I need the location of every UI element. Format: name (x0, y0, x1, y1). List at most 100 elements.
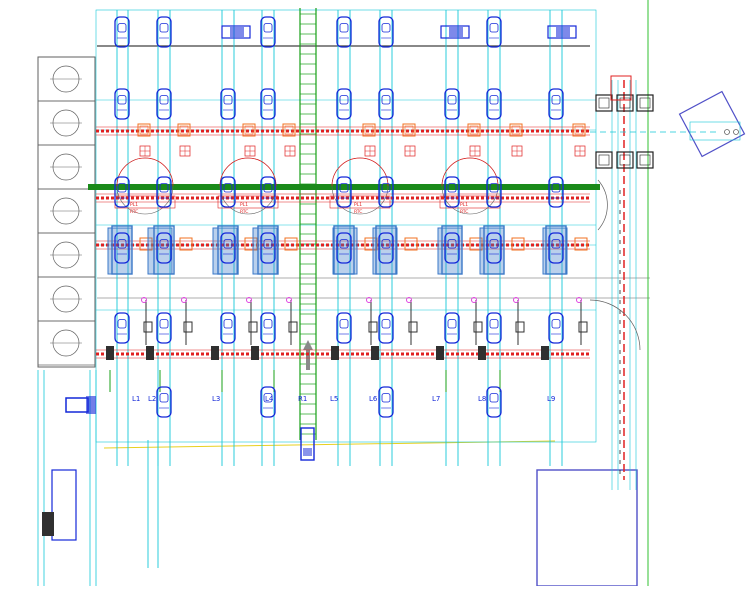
car-body (114, 88, 130, 120)
main-transfer-beam (88, 184, 600, 190)
tank-cell (37, 320, 96, 366)
car-symbol-icon (220, 232, 236, 264)
car-symbol-icon (114, 16, 130, 48)
car-body (114, 312, 130, 344)
car-windshield (447, 95, 457, 105)
car-body (156, 16, 172, 48)
car-symbol-icon (486, 232, 502, 264)
car-windshield (447, 319, 457, 329)
car-windshield (381, 393, 391, 403)
car-windshield (551, 95, 561, 105)
car-windshield (223, 183, 233, 193)
car-body (220, 312, 236, 344)
hatched-car-outline (333, 225, 355, 275)
fixture-square-mid (574, 237, 588, 251)
top-tool-fill (556, 27, 570, 37)
hatched-car-outline (483, 225, 505, 275)
car-windshield (381, 95, 391, 105)
hatched-car-outline (217, 225, 239, 275)
robot-cell-inner (598, 97, 610, 109)
car-windshield (489, 319, 499, 329)
car-windshield (447, 183, 457, 193)
car-windshield (339, 319, 349, 329)
car-windshield (263, 239, 273, 249)
car-windshield (223, 95, 233, 105)
robot-base (183, 321, 193, 333)
fixture-square (177, 123, 191, 137)
car-body (336, 88, 352, 120)
car-symbol-icon (444, 176, 460, 208)
fixture-square (362, 123, 376, 137)
car-symbol-icon (260, 232, 276, 264)
car-body (486, 312, 502, 344)
car-body (444, 176, 460, 208)
hatched-fixture-block (147, 227, 173, 275)
fixture-square-inner (469, 125, 479, 135)
top-tool-icon (440, 25, 470, 39)
fixture-square (282, 123, 296, 137)
robot-symbol-icon (541, 346, 549, 360)
top-tool-fill (449, 27, 463, 37)
car-windshield (117, 239, 127, 249)
car-body (378, 16, 394, 48)
car-symbol-icon (336, 232, 352, 264)
fixture-square (467, 123, 481, 137)
car-windshield (339, 183, 349, 193)
hatched-car-outline (441, 225, 463, 275)
car-symbol-icon (336, 312, 352, 344)
car-body (260, 312, 276, 344)
car-body (260, 88, 276, 120)
car-body (548, 176, 564, 208)
car-symbol-icon (548, 232, 564, 264)
fixture-square-inner (574, 125, 584, 135)
car-windshield (223, 319, 233, 329)
robot-base (368, 321, 378, 333)
cell-fixture-frame (439, 195, 501, 209)
car-symbol-icon (486, 88, 502, 120)
fixture-square (402, 123, 416, 137)
forklift-cab (86, 396, 96, 414)
magenta-post (286, 297, 292, 303)
car-symbol-icon (378, 386, 394, 418)
labels-layer: L1 L2 L3 L4 R1 L5 L6 L7 L8 L9 PL1 RTC PL… (130, 202, 555, 403)
magenta-post (181, 297, 187, 303)
door-swing-arc-2 (597, 179, 608, 231)
hatched-fixture-block (212, 227, 238, 275)
car-windshield (117, 95, 127, 105)
car-windshield (263, 183, 273, 193)
robot-symbol-icon (371, 346, 379, 360)
robot-symbol-icon (106, 346, 114, 360)
car-body (336, 16, 352, 48)
lane-label-l4: L4 (265, 395, 274, 403)
car-body (260, 232, 276, 264)
cell-fixture-frame (217, 195, 279, 209)
car-body (114, 232, 130, 264)
fixture-square-inner (364, 125, 374, 135)
robot-cell-inner (619, 97, 631, 109)
car-body (378, 176, 394, 208)
car-symbol-icon (486, 312, 502, 344)
top-tool-icon (547, 25, 577, 39)
cell-text-3b: RTC (354, 209, 362, 215)
cell-text-1a: PL1 (130, 202, 138, 208)
car-body (486, 386, 502, 418)
lane-label-l2: L2 (148, 395, 156, 403)
car-windshield (263, 319, 273, 329)
robot-cell-box (636, 151, 654, 169)
fixture-square-inner (511, 125, 521, 135)
car-symbol-icon (378, 312, 394, 344)
rotated-table-outline (678, 90, 746, 158)
fixture-square (572, 123, 586, 137)
car-body (486, 16, 502, 48)
car-body (486, 88, 502, 120)
lane-label-l8: L8 (478, 395, 486, 403)
agv-vehicle-body (303, 448, 312, 456)
structure-layer (37, 0, 746, 587)
car-symbol-icon (336, 16, 352, 48)
car-windshield (159, 393, 169, 403)
magenta-post (141, 297, 147, 303)
car-windshield (159, 319, 169, 329)
cell-text-2b: RTC (240, 209, 248, 215)
car-body (156, 386, 172, 418)
car-body (260, 386, 276, 418)
